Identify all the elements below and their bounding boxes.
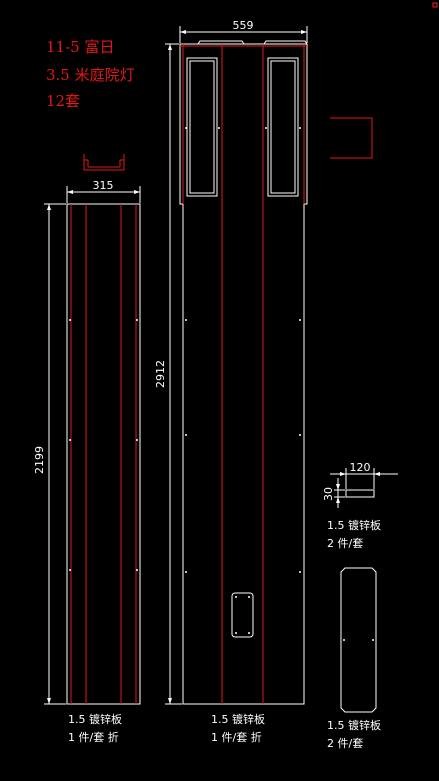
dim-left-width: 315 (66, 179, 141, 203)
main-window-right (267, 57, 299, 197)
dim-left-height: 2199 (33, 203, 66, 705)
left-part-qty: 1 件/套 折 (68, 731, 119, 744)
dim-strip-height-text: 30 (322, 487, 335, 501)
main-access-door (231, 592, 254, 638)
plate-part (340, 567, 377, 713)
dim-strip-width-text: 120 (350, 461, 371, 474)
title-line-2: 3.5 米庭院灯 (46, 66, 135, 84)
left-hole-mark (69, 569, 71, 571)
dim-top-width-text: 559 (233, 19, 254, 32)
main-window-left-inner (189, 60, 215, 194)
main-part-material: 1.5 镀锌板 (211, 713, 265, 726)
main-panel-outline (179, 43, 308, 705)
left-profile-section (83, 154, 125, 171)
dim-left-width-text: 315 (93, 179, 114, 192)
main-window-right-inner (270, 60, 296, 194)
main-window-left (186, 57, 218, 197)
left-panel-outline (66, 203, 141, 705)
title-line-3: 12套 (46, 92, 81, 110)
left-part-material: 1.5 镀锌板 (68, 713, 122, 726)
bracket-profile-section (330, 117, 373, 159)
title-line-1: 11-5 富日 (46, 38, 115, 56)
frame-corner-mark (432, 2, 438, 8)
left-hole-mark (69, 319, 71, 321)
left-hole-mark (136, 439, 138, 441)
main-part-qty: 1 件/套 折 (211, 731, 262, 744)
dim-top-width: 559 (179, 19, 308, 43)
plate-outline (340, 567, 377, 713)
strip-part: 120 30 (322, 461, 398, 508)
left-hole-mark (69, 439, 71, 441)
strip-outline (345, 489, 375, 498)
main-panel (179, 40, 308, 705)
dim-main-height: 2912 (154, 43, 182, 705)
left-hole-mark (136, 569, 138, 571)
main-top-edge (180, 40, 308, 45)
strip-part-qty: 2 件/套 (327, 537, 364, 550)
plate-part-qty: 2 件/套 (327, 737, 364, 750)
plate-part-material: 1.5 镀锌板 (327, 719, 381, 732)
dim-main-height-text: 2912 (154, 360, 167, 388)
left-panel (66, 203, 141, 705)
strip-part-material: 1.5 镀锌板 (327, 519, 381, 532)
left-hole-mark (136, 319, 138, 321)
dim-left-height-text: 2199 (33, 446, 46, 474)
